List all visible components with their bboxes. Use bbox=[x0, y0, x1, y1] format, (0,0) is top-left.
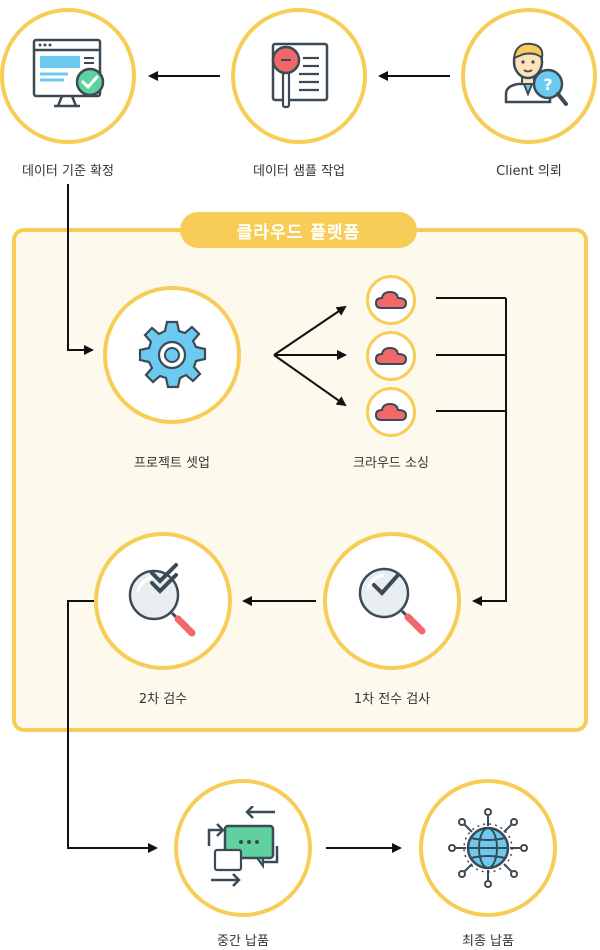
person-magnifier-icon: ? bbox=[504, 42, 568, 106]
magnifier-double-check-icon bbox=[128, 563, 196, 637]
step-client-request-label: Client 의뢰 bbox=[496, 164, 562, 179]
document-magnifier-icon bbox=[271, 42, 329, 109]
arrow-setup-to-cloud-1 bbox=[273, 305, 347, 356]
magnifier-check-icon bbox=[358, 567, 426, 635]
arrow-criteria-to-setup bbox=[67, 184, 94, 355]
step-first-inspection-label: 1차 전수 검사 bbox=[353, 692, 431, 707]
step-final-delivery-label: 최종 납품 bbox=[462, 934, 514, 949]
step-interim-delivery-label: 중간 납품 bbox=[217, 934, 269, 949]
step-sample-work-label: 데이터 샘플 작업 bbox=[253, 164, 345, 179]
step-first-inspection-circle bbox=[323, 532, 461, 670]
step-criteria-confirm-label: 데이터 기준 확정 bbox=[22, 164, 114, 179]
step-crowd-sourcing-label: 크라우드 소싱 bbox=[353, 456, 429, 471]
cloud-platform-title: 클라우드 플랫폼 bbox=[180, 212, 417, 248]
step-second-inspection-label: 2차 검수 bbox=[138, 692, 188, 707]
gear-icon bbox=[138, 320, 207, 389]
step-client-request-circle bbox=[461, 8, 597, 144]
browser-check-icon bbox=[32, 38, 105, 108]
exchange-chat-icon bbox=[207, 806, 279, 887]
cloud-icon bbox=[374, 290, 408, 309]
cloud-icon bbox=[374, 402, 408, 421]
arrow-merge-to-first-inspection bbox=[472, 298, 507, 606]
arrow-second-to-interim bbox=[67, 600, 158, 853]
globe-network-icon bbox=[448, 808, 528, 888]
step-second-inspection-circle bbox=[94, 532, 232, 670]
cloud-icon bbox=[374, 346, 408, 365]
cloud-platform-container bbox=[12, 228, 588, 732]
svg-text:?: ? bbox=[543, 75, 552, 94]
step-project-setup-label: 프로젝트 셋업 bbox=[134, 456, 210, 471]
arrow-setup-to-cloud-3 bbox=[273, 354, 347, 407]
